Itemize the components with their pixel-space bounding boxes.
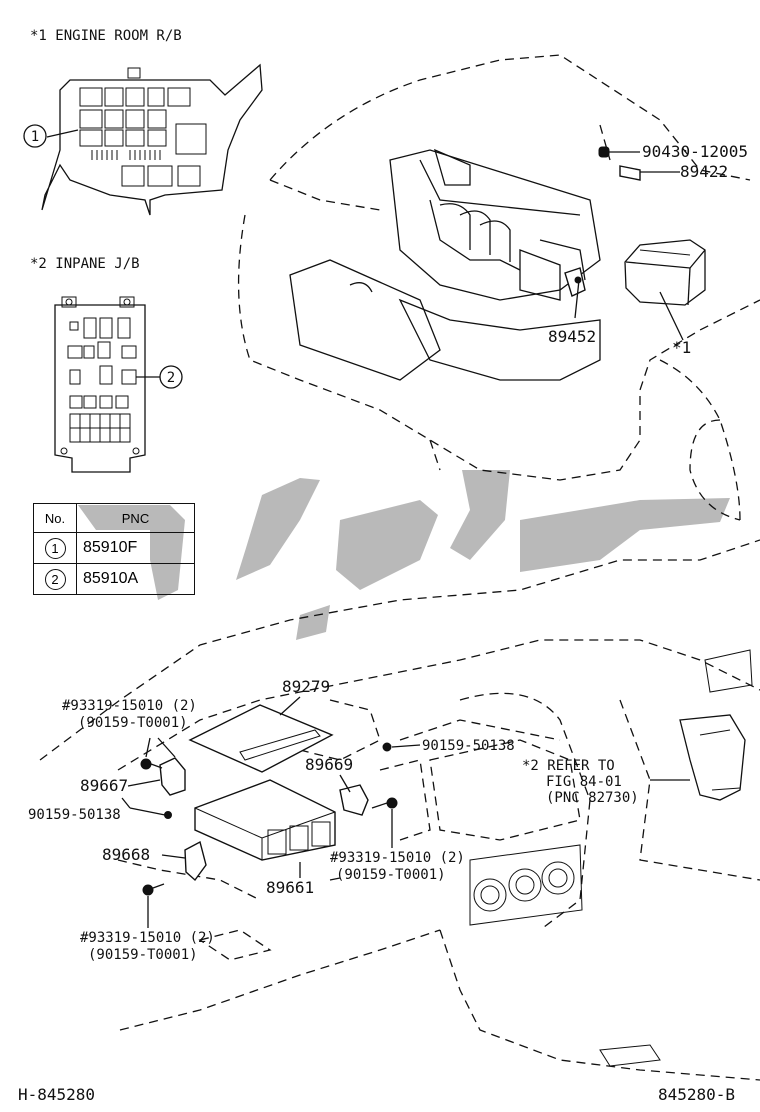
- table-row-pnc: 85910A: [76, 563, 195, 595]
- part-93319-b: #93319-15010 (2): [80, 930, 215, 946]
- inpane-junction-block: [54, 296, 183, 473]
- part-89452: 89452: [548, 327, 596, 346]
- part-89422: 89422: [680, 162, 728, 181]
- footer-left-code: H-845280: [18, 1085, 95, 1104]
- refer-note-line3: (PNC 82730): [546, 790, 639, 806]
- table-header-no: No.: [33, 503, 77, 533]
- callout-2-number: 2: [167, 370, 175, 386]
- table-row: 1 85910F: [33, 532, 195, 564]
- part-90430-12005: 90430-12005: [642, 142, 748, 161]
- part-89667: 89667: [80, 776, 128, 795]
- engine-room-caption: *1 ENGINE ROOM R/B: [30, 28, 182, 44]
- part-90159-t0001-c: (90159-T0001): [336, 867, 446, 883]
- pnc-table: No. PNC 1 85910F 2 85910A: [33, 503, 195, 595]
- refer-note-line1: *2 REFER TO: [522, 758, 615, 774]
- callout-1-number: 1: [31, 129, 39, 145]
- engine-room-relay-block: [23, 63, 263, 216]
- part-90159-t0001-b: (90159-T0001): [88, 947, 198, 963]
- table-row-no: 2: [44, 568, 66, 590]
- table-header-row: No. PNC: [33, 503, 195, 533]
- part-89279: 89279: [282, 677, 330, 696]
- part-90159-50138-right: 90159-50138: [422, 738, 515, 754]
- table-row-pnc: 85910F: [76, 532, 195, 564]
- part-93319-c: #93319-15010 (2): [330, 850, 465, 866]
- refer-note-line2: FIG 84-01: [546, 774, 622, 790]
- table-row-no: 1: [44, 537, 66, 559]
- table-header-pnc: PNC: [76, 503, 195, 533]
- footer-right-code: 845280-B: [658, 1085, 735, 1104]
- part-89661: 89661: [266, 878, 314, 897]
- engine-bay-sketch: [237, 54, 760, 521]
- part-93319-a: #93319-15010 (2): [62, 698, 197, 714]
- diagram-labels: *1 ENGINE ROOM R/B *2 INPANE J/B 1 2 904…: [18, 28, 748, 1104]
- part-90159-t0001-a: (90159-T0001): [78, 715, 188, 731]
- part-89668: 89668: [102, 845, 150, 864]
- part-90159-50138-left: 90159-50138: [28, 807, 121, 823]
- table-row: 2 85910A: [33, 563, 195, 595]
- part-89669: 89669: [305, 755, 353, 774]
- star1-marker: *1: [672, 338, 691, 357]
- inpane-caption: *2 INPANE J/B: [30, 256, 140, 272]
- dashboard-sketch: [39, 539, 760, 1081]
